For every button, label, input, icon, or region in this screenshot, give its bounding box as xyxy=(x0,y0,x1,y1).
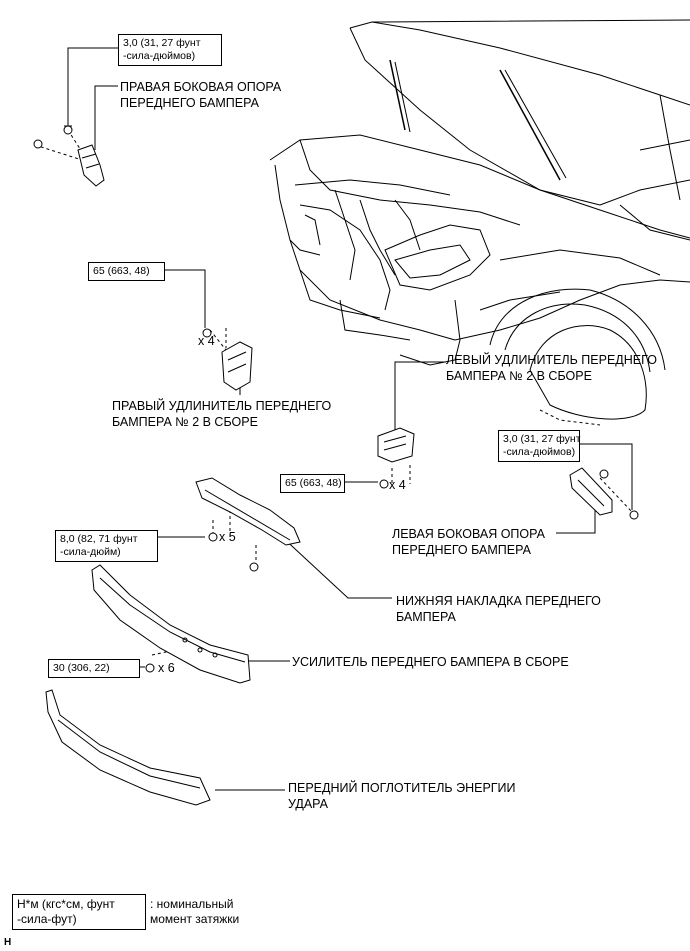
label-reinforcement: УСИЛИТЕЛЬ ПЕРЕДНЕГО БАМПЕРА В СБОРЕ xyxy=(292,655,569,669)
quantity-reinforcement: x 6 xyxy=(158,661,175,675)
torque-spec-left-support: 3,0 (31, 27 фунт -сила-дюймов) xyxy=(498,430,581,462)
left-extension-part xyxy=(377,427,415,489)
right-extension-part xyxy=(202,328,253,391)
label-right-extension: ПРАВЫЙ УДЛИНИТЕЛЬ ПЕРЕДНЕГО БАМПЕРА № 2 … xyxy=(112,399,332,429)
label-energy-absorber: ПЕРЕДНИЙ ПОГЛОТИТЕЛЬ ЭНЕРГИИ УДАРА xyxy=(288,781,516,811)
torque-spec-reinforcement: 30 (306, 22) xyxy=(48,659,140,678)
label-left-side-support: ЛЕВАЯ БОКОВАЯ ОПОРА ПЕРЕДНЕГО БАМПЕРА xyxy=(392,527,545,557)
torque-spec-right-extension: 65 (663, 48) xyxy=(88,262,165,281)
quantity-lower-cover: x 5 xyxy=(219,530,236,544)
torque-spec-lower-cover: 8,0 (82, 71 фунт -сила-дюйм) xyxy=(55,530,158,562)
legend-unit-box: Н*м (кгс*см, фунт -сила-фут) xyxy=(12,894,146,930)
legend-meaning: : номинальный момент затяжки xyxy=(150,897,240,926)
figure-code: H xyxy=(4,937,12,948)
label-lower-cover: НИЖНЯЯ НАКЛАДКА ПЕРЕДНЕГО БАМПЕРА xyxy=(396,594,601,624)
label-right-side-support: ПРАВАЯ БОКОВАЯ ОПОРА ПЕРЕДНЕГО БАМПЕРА xyxy=(120,80,282,110)
torque-spec-left-extension: 65 (663, 48) xyxy=(280,474,345,493)
right-side-support-part xyxy=(33,125,105,187)
quantity-left-extension: x 4 xyxy=(389,478,406,492)
left-side-support-part xyxy=(569,467,639,520)
label-left-extension: ЛЕВЫЙ УДЛИНИТЕЛЬ ПЕРЕДНЕГО БАМПЕРА № 2 В… xyxy=(446,353,657,383)
lower-cover-part xyxy=(195,477,301,572)
vehicle-front-drawing xyxy=(269,19,690,426)
quantity-right-extension: x 4 xyxy=(198,334,215,348)
energy-absorber-part xyxy=(45,689,211,806)
torque-spec-right-support: 3,0 (31, 27 фунт -сила-дюймов) xyxy=(118,34,222,66)
reinforcement-part xyxy=(91,564,251,684)
